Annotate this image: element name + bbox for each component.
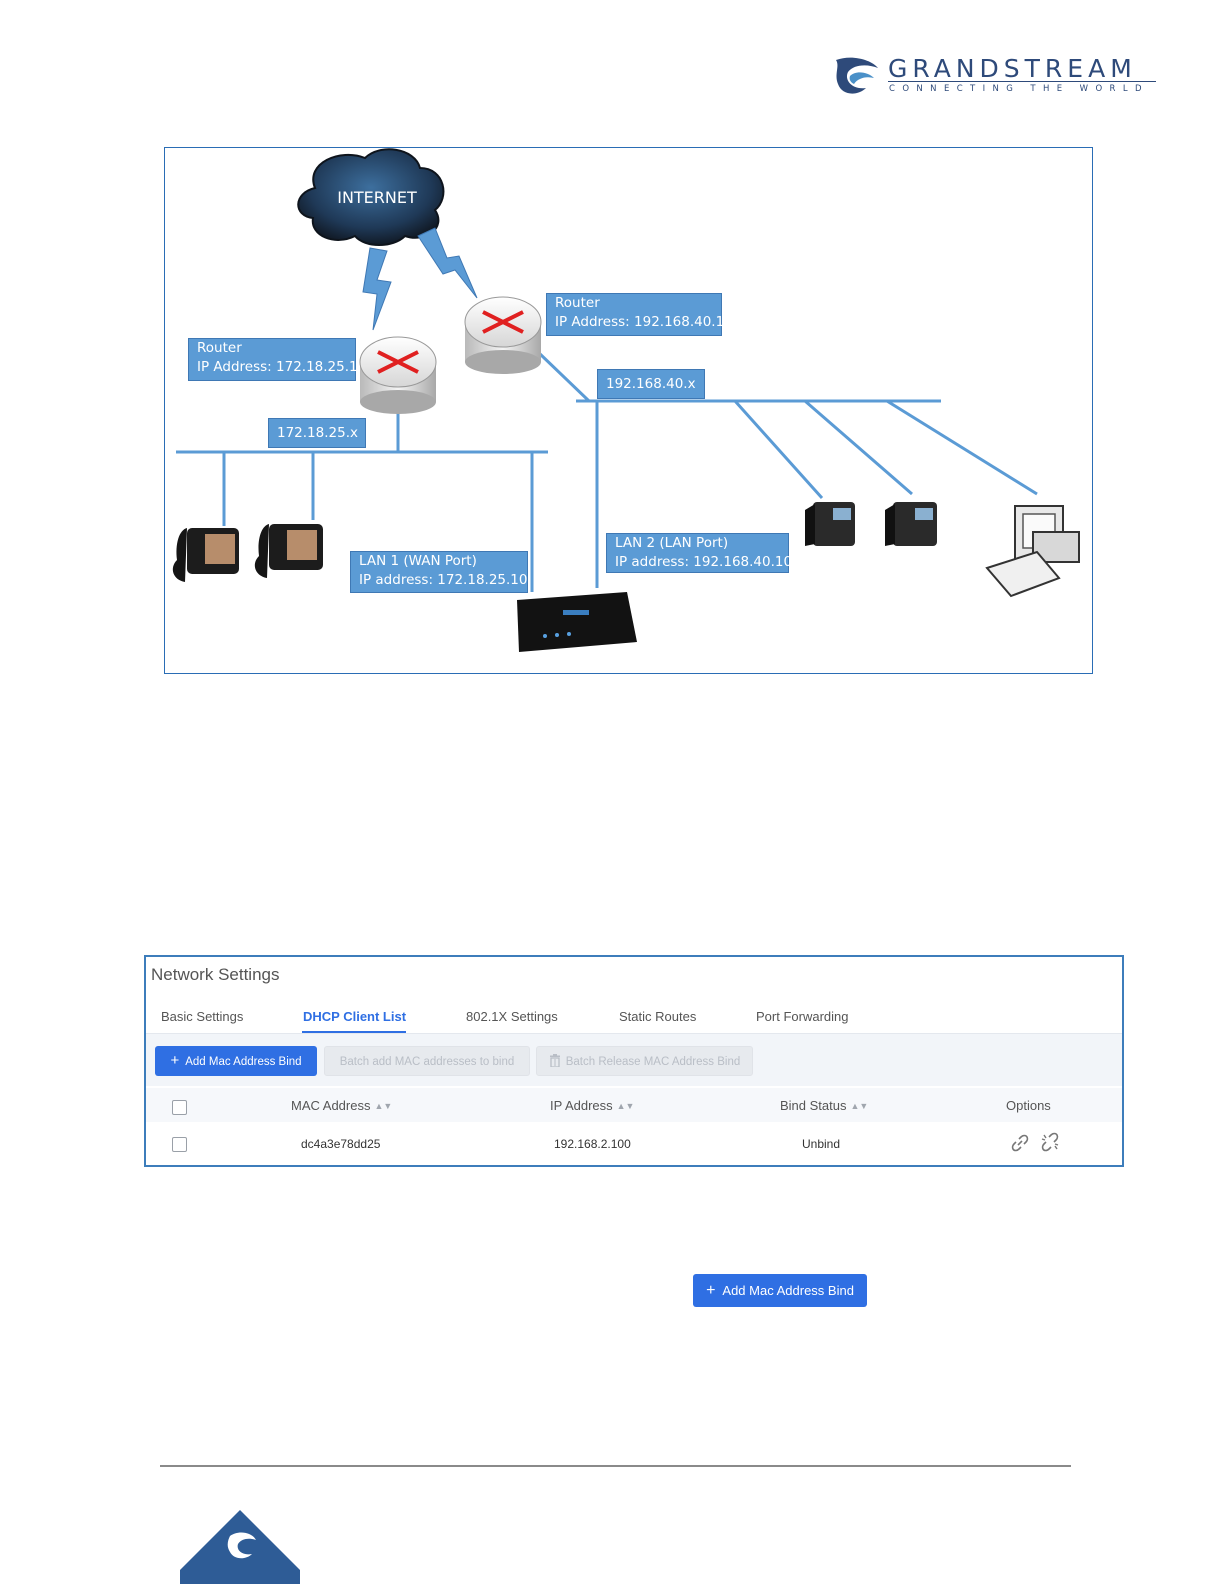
batch-release-label: Batch Release MAC Address Bind (565, 1056, 741, 1068)
video-phone-icon (172, 528, 239, 582)
lan1-label: LAN 1 (WAN Port) IP address: 172.18.25.1… (350, 551, 528, 593)
batch-add-mac-button[interactable]: Batch add MAC addresses to bind (324, 1046, 530, 1076)
column-ip-address-label: IP Address (550, 1098, 613, 1113)
row-ip-address: 192.168.2.100 (554, 1137, 631, 1151)
batch-release-mac-button[interactable]: Batch Release MAC Address Bind (536, 1046, 753, 1076)
subnet-left-label: 172.18.25.x (268, 418, 366, 448)
add-mac-address-bind-button-large[interactable]: + Add Mac Address Bind (693, 1274, 867, 1307)
unlink-icon[interactable] (1039, 1131, 1061, 1153)
ucm-device-icon (517, 592, 637, 652)
select-all-checkbox[interactable] (172, 1100, 187, 1115)
brand-tagline: CONNECTING THE WORLD (889, 84, 1149, 94)
lan1-ip: IP address: 172.18.25.10 (359, 572, 528, 588)
router-left-title: Router (197, 340, 242, 356)
column-bind-status[interactable]: Bind Status▲▼ (780, 1098, 868, 1113)
grandstream-logo-icon (836, 57, 878, 94)
plus-icon: + (170, 1052, 180, 1069)
panel-title: Network Settings (151, 965, 280, 984)
row-mac-address: dc4a3e78dd25 (301, 1137, 381, 1151)
column-mac-address[interactable]: MAC Address▲▼ (291, 1098, 392, 1113)
toolbar: + Add Mac Address Bind Batch add MAC addr… (146, 1034, 1122, 1086)
lan2-ip: IP address: 192.168.40.10 (615, 554, 793, 570)
router-right-icon (464, 296, 542, 374)
tab-port-forwarding[interactable]: Port Forwarding (756, 1009, 849, 1024)
tab-8021x-settings[interactable]: 802.1X Settings (466, 1009, 558, 1024)
sort-icon: ▲▼ (850, 1101, 869, 1111)
ip-phone-icon (885, 502, 937, 546)
add-mac-address-bind-button[interactable]: + Add Mac Address Bind (155, 1046, 317, 1076)
lan1-title: LAN 1 (WAN Port) (359, 553, 477, 569)
footer-logo-icon (180, 1510, 300, 1584)
subnet-right-label: 192.168.40.x (597, 369, 705, 399)
tab-static-routes[interactable]: Static Routes (619, 1009, 697, 1024)
sort-icon: ▲▼ (374, 1101, 393, 1111)
active-tab-indicator (302, 1031, 406, 1033)
brand-name: GRANDSTREAM (888, 54, 1137, 83)
network-diagram-graphic: INTERNET (172, 148, 1080, 652)
table-row: dc4a3e78dd25 192.168.2.100 Unbind (146, 1123, 1122, 1163)
lightning-right-icon (417, 227, 478, 299)
network-diagram: INTERNET (164, 147, 1093, 674)
lan2-label: LAN 2 (LAN Port) IP address: 192.168.40.… (606, 533, 793, 573)
column-bind-status-label: Bind Status (780, 1098, 847, 1113)
router-right-label: Router IP Address: 192.168.40.1 (546, 293, 725, 336)
router-left-label: Router IP Address: 172.18.25.1 (188, 338, 358, 381)
plus-icon: + (706, 1282, 716, 1299)
column-ip-address[interactable]: IP Address▲▼ (550, 1098, 634, 1113)
add-mac-address-bind-large-label: Add Mac Address Bind (722, 1283, 854, 1298)
brand-divider (888, 81, 1156, 82)
ip-phone-icon (805, 502, 855, 546)
router-right-title: Router (555, 295, 600, 311)
table-header: MAC Address▲▼ IP Address▲▼ Bind Status▲▼… (146, 1088, 1122, 1122)
tab-basic-settings[interactable]: Basic Settings (161, 1009, 244, 1024)
cloud-label: INTERNET (337, 188, 417, 207)
add-mac-address-bind-label: Add Mac Address Bind (185, 1056, 302, 1068)
row-checkbox[interactable] (172, 1137, 187, 1152)
video-phone-icon (254, 524, 323, 578)
grandstream-logo: GRANDSTREAM CONNECTING THE WORLD (832, 52, 1162, 100)
link-icon[interactable] (1010, 1133, 1030, 1153)
trash-icon (549, 1054, 560, 1068)
footer-divider (160, 1465, 1071, 1467)
tab-bar: Basic Settings DHCP Client List 802.1X S… (146, 1003, 1122, 1034)
router-left-ip: IP Address: 172.18.25.1 (197, 359, 358, 375)
lan2-title: LAN 2 (LAN Port) (615, 535, 729, 551)
network-links (176, 351, 1038, 592)
computer-icon (985, 505, 1080, 598)
row-bind-status: Unbind (802, 1137, 841, 1151)
network-settings-panel: Network Settings Basic Settings DHCP Cli… (144, 955, 1124, 1167)
tab-dhcp-client-list[interactable]: DHCP Client List (303, 1009, 407, 1024)
lightning-left-icon (362, 247, 392, 331)
router-left-icon (359, 336, 437, 414)
column-mac-address-label: MAC Address (291, 1098, 371, 1113)
column-options: Options (1006, 1098, 1051, 1113)
sort-icon: ▲▼ (616, 1101, 635, 1111)
router-right-ip: IP Address: 192.168.40.1 (555, 314, 725, 330)
